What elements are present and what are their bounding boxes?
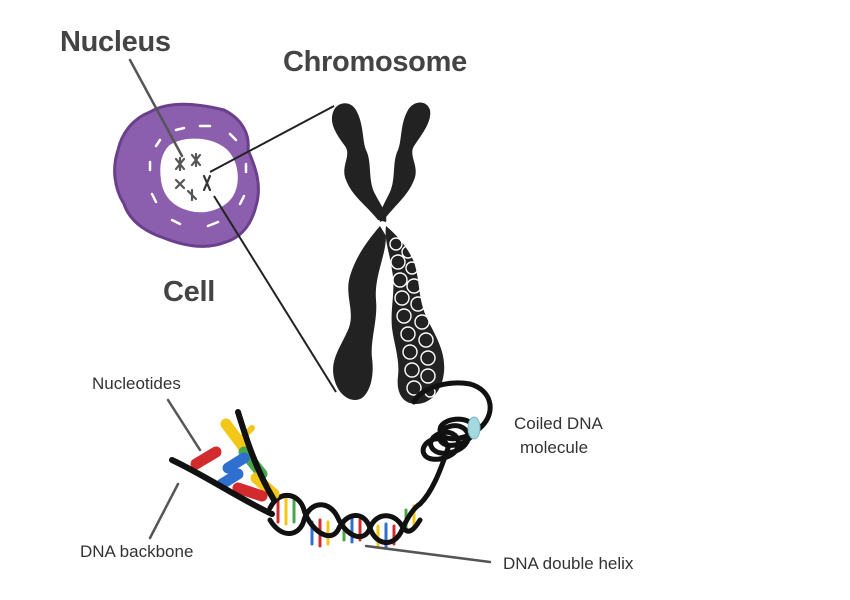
coil-highlight [467,416,481,440]
chromosome-lower-right-arm [385,226,445,404]
cell-label: Cell [163,276,215,308]
dna-backbone-label: DNA backbone [80,542,194,561]
backbone-strand-bottom [169,457,275,517]
chromatin-loops [389,237,436,398]
dna-double-helix-label: DNA double helix [503,554,634,573]
nucleotides-label: Nucleotides [92,374,181,393]
nucleotide-backbones [169,409,277,517]
zoom-line-bottom [213,195,337,393]
chromosome-upper-left-arm [331,103,387,222]
coiled-dna [411,380,493,507]
nucleus-pointer [128,58,184,158]
nucleotide-bases [190,418,280,502]
backbone-pointer [148,482,180,540]
chromosome-illustration [331,102,445,404]
chromosome-upper-right-arm [379,102,431,222]
coiled-dna-label-line2: molecule [520,438,589,457]
chromosome-lower-left-arm [333,226,386,400]
helix-strand-b [267,502,423,540]
coiled-dna-label-line1: Coiled DNA [514,414,603,433]
dna-double-helix [267,493,423,550]
nucleus-label: Nucleus [60,26,171,58]
nucleotides-pointer [166,398,202,452]
nuclear-envelope-dashes [148,124,248,228]
dna-strand-to-helix [417,445,451,507]
dna-coil [420,416,485,462]
label-pointers [128,58,492,564]
chromosome-label: Chromosome [283,46,467,78]
backbone-strand-top [235,409,277,503]
zoom-line-top [209,105,335,173]
nucleotides-illustration [169,409,280,517]
helix-backbones [267,493,423,545]
helix-pointer [364,544,492,564]
dna-strand-from-chromosome [411,380,493,429]
zoom-lines [209,105,337,393]
nucleus-chromosomes [174,152,212,202]
cell-illustration [113,102,260,248]
cell-nucleus [160,138,238,213]
